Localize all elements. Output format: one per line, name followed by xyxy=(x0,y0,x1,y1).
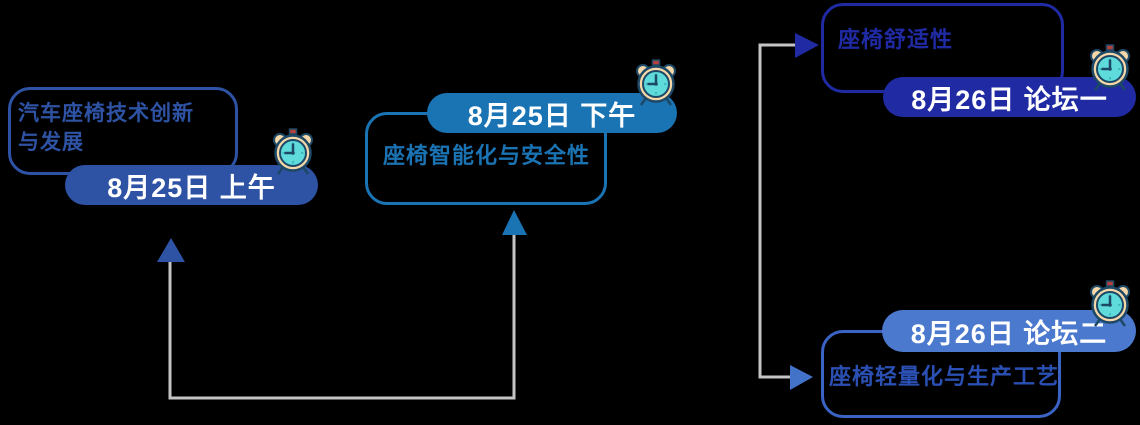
arrow-right-forum1-icon xyxy=(795,33,819,58)
session2-title: 座椅智能化与安全性 xyxy=(383,143,591,168)
forum1-title: 座椅舒适性 xyxy=(838,27,954,52)
session1-title: 汽车座椅技术创新 与发展 xyxy=(18,99,194,157)
session1-title-line2: 与发展 xyxy=(18,131,84,154)
arrow-right-forum2-icon xyxy=(790,365,813,390)
alarm-clock-icon xyxy=(273,128,313,175)
connector-left-u xyxy=(168,235,516,400)
session1-title-line1: 汽车座椅技术创新 xyxy=(18,102,194,125)
arrow-up-session2-icon xyxy=(502,210,527,235)
session2-date-badge: 8月25日 下午 xyxy=(427,93,677,133)
arrow-up-session1-icon xyxy=(157,238,185,262)
forum2-title: 座椅轻量化与生产工艺 xyxy=(829,364,1060,389)
forum2-date-badge: 8月26日 论坛二 xyxy=(882,310,1136,352)
forum1-date-badge: 8月26日 论坛一 xyxy=(883,77,1136,117)
alarm-clock-icon xyxy=(1090,44,1130,91)
connector-right-bracket xyxy=(758,43,795,379)
alarm-clock-icon xyxy=(1090,280,1130,327)
alarm-clock-icon xyxy=(636,59,676,106)
session1-date-badge: 8月25日 上午 xyxy=(65,165,318,205)
